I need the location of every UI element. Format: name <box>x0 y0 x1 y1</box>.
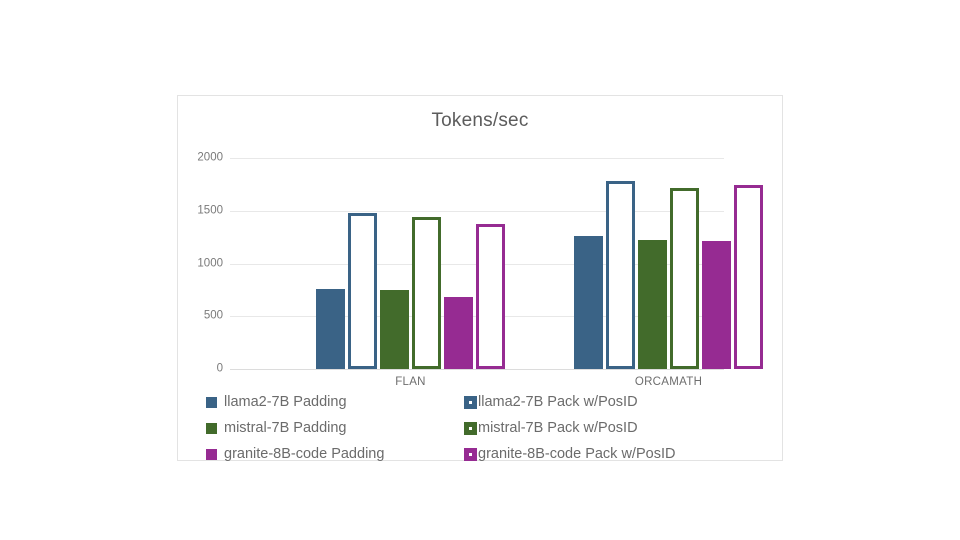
legend-swatch-center-dot-icon <box>469 426 472 430</box>
legend-item[interactable]: granite-8B-code Padding <box>206 446 464 462</box>
bar <box>638 239 667 369</box>
bar <box>476 223 505 369</box>
legend-swatch-icon <box>206 448 217 460</box>
bar <box>574 235 603 369</box>
bar <box>670 188 699 369</box>
gridline-2000 <box>230 158 724 159</box>
legend-item[interactable]: llama2-7B Padding <box>206 394 464 410</box>
legend-item[interactable]: granite-8B-code Pack w/PosID <box>464 446 762 462</box>
chart-card: Tokens/sec 0 500 1000 1500 2000 FLAN ORCAMATH… <box>177 95 783 462</box>
y-axis-tick-label: 1000 <box>197 256 223 269</box>
legend-swatch-center-dot-icon <box>469 452 472 456</box>
legend-item[interactable]: mistral-7B Padding <box>206 420 464 436</box>
bar <box>380 290 409 369</box>
y-axis-tick-label: 1500 <box>197 204 223 216</box>
bar <box>702 241 731 369</box>
legend-item-label: granite-8B-code Pack w/PosID <box>478 446 676 462</box>
bar <box>606 181 635 369</box>
y-axis-tick-label: 0 <box>216 362 223 375</box>
y-axis-tick-label: 500 <box>203 309 223 322</box>
chart-title: Tokens/sec <box>431 110 529 131</box>
legend-item-label: llama2-7B Pack w/PosID <box>478 394 638 410</box>
category-label-flan: FLAN <box>395 376 426 388</box>
bar <box>316 288 345 369</box>
legend-swatch-packed-icon <box>464 421 477 435</box>
legend-swatch-center-dot-icon <box>469 400 472 404</box>
legend-swatch-packed-icon <box>464 447 477 461</box>
bar <box>412 217 441 369</box>
bars-group <box>230 158 763 369</box>
y-axis-tick-label: 2000 <box>197 151 223 164</box>
bar <box>734 185 763 369</box>
legend-item[interactable]: llama2-7B Pack w/PosID <box>464 394 762 410</box>
gridline-0 <box>230 369 724 370</box>
bar <box>444 297 473 369</box>
legend-swatch-icon <box>206 422 217 434</box>
legend-item-label: granite-8B-code Padding <box>224 446 385 462</box>
bar <box>348 212 377 369</box>
chart-legend: llama2-7B Padding llama2-7B Pack w/PosID m… <box>206 389 762 467</box>
legend-item[interactable]: mistral-7B Pack w/PosID <box>464 420 762 436</box>
legend-swatch-packed-icon <box>464 395 477 409</box>
legend-item-label: mistral-7B Padding <box>224 420 347 436</box>
legend-item-label: llama2-7B Padding <box>224 394 347 410</box>
category-label-orcamath: ORCAMATH <box>634 376 703 388</box>
legend-item-label: mistral-7B Pack w/PosID <box>478 420 638 436</box>
plot-area: 0 500 1000 1500 2000 <box>197 152 763 374</box>
legend-swatch-icon <box>206 396 217 408</box>
gridline-1500 <box>230 210 724 212</box>
